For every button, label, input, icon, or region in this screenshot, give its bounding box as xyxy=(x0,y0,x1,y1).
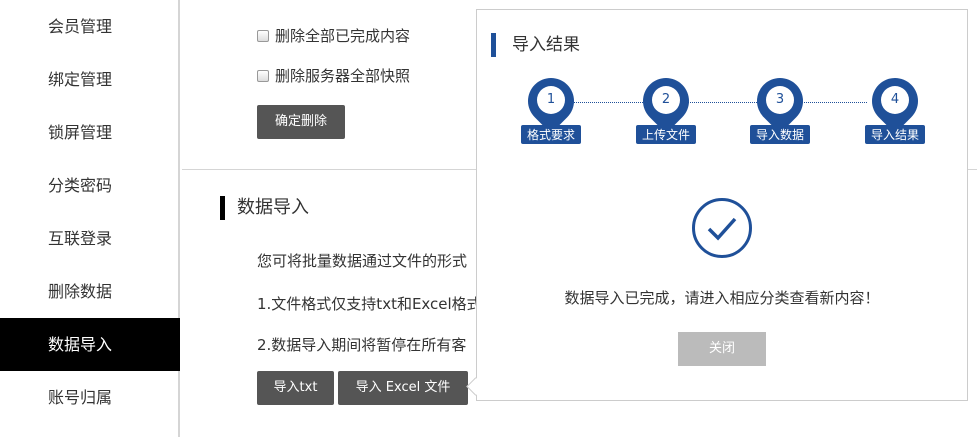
step-4: 4 导入结果 xyxy=(860,68,930,144)
import-note-2: 2.数据导入期间将暂停在所有客 xyxy=(257,336,467,354)
steps-connector xyxy=(559,102,867,103)
close-button[interactable]: 关闭 xyxy=(678,332,766,366)
import-result-popup: 导入结果 1 格式要求 2 上传文件 3 导入数据 4 导入结果 数据导入已完成… xyxy=(476,9,968,401)
sidebar: 会员管理 绑定管理 锁屏管理 分类密码 互联登录 删除数据 数据导入 账号归属 xyxy=(0,0,180,437)
sidebar-item-category-password[interactable]: 分类密码 xyxy=(48,176,113,195)
map-pin-icon: 4 xyxy=(862,68,928,134)
map-pin-icon: 3 xyxy=(747,68,813,134)
result-message: 数据导入已完成，请进入相应分类查看新内容！ xyxy=(564,289,880,307)
step-3: 3 导入数据 xyxy=(745,68,815,144)
popup-title: 导入结果 xyxy=(491,33,580,57)
step-2: 2 上传文件 xyxy=(631,68,701,144)
option-label: 删除全部已完成内容 xyxy=(275,27,411,45)
sidebar-item-binding[interactable]: 绑定管理 xyxy=(48,70,113,89)
step-label: 上传文件 xyxy=(635,125,696,144)
checkbox[interactable] xyxy=(257,29,269,42)
step-label: 格式要求 xyxy=(520,125,581,144)
confirm-delete-button[interactable]: 确定删除 xyxy=(257,105,345,139)
sidebar-item-lockscreen[interactable]: 锁屏管理 xyxy=(48,123,113,142)
main-content: 删除全部已完成内容 删除服务器全部快照 确定删除 数据导入 您可将批量数据通过文… xyxy=(182,0,977,437)
section-title: 数据导入 xyxy=(220,196,309,220)
sidebar-item-data-import[interactable]: 数据导入 xyxy=(0,318,180,371)
sidebar-item-connect-login[interactable]: 互联登录 xyxy=(48,229,113,248)
import-excel-button[interactable]: 导入 Excel 文件 xyxy=(338,371,468,405)
option-label: 删除服务器全部快照 xyxy=(275,67,411,85)
sidebar-item-delete-data[interactable]: 删除数据 xyxy=(48,282,113,301)
sidebar-item-account[interactable]: 账号归属 xyxy=(48,388,113,407)
import-description: 您可将批量数据通过文件的形式 xyxy=(257,252,468,270)
map-pin-icon: 1 xyxy=(518,68,584,134)
step-label: 导入数据 xyxy=(749,125,810,144)
sidebar-item-members[interactable]: 会员管理 xyxy=(48,17,113,36)
import-note-1: 1.文件格式仅支持txt和Excel格式 xyxy=(257,295,477,313)
import-txt-button[interactable]: 导入txt xyxy=(257,371,334,405)
delete-snapshots-option[interactable]: 删除服务器全部快照 xyxy=(257,65,410,86)
check-circle-icon xyxy=(692,198,752,258)
delete-completed-option[interactable]: 删除全部已完成内容 xyxy=(257,25,410,46)
map-pin-icon: 2 xyxy=(633,68,699,134)
step-label: 导入结果 xyxy=(864,125,925,144)
step-1: 1 格式要求 xyxy=(516,68,586,144)
checkbox[interactable] xyxy=(257,69,269,82)
